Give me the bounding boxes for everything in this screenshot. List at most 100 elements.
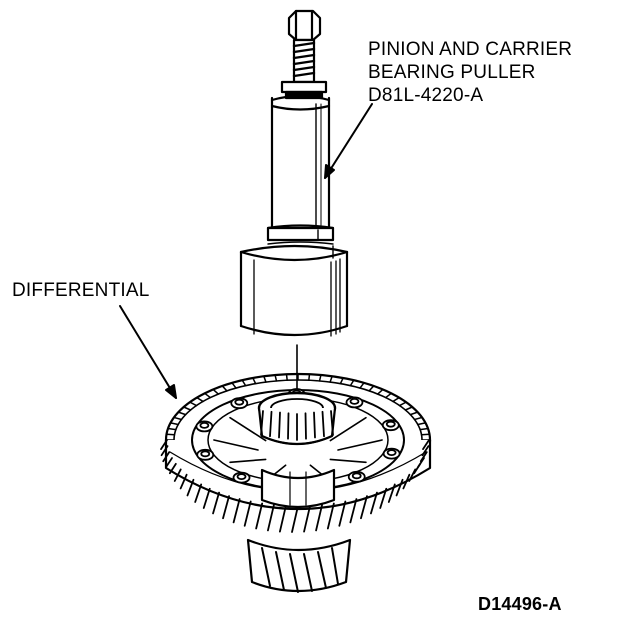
figure-id: D14496-A [478, 594, 562, 614]
gear-tooth [169, 422, 179, 426]
helical-tooth [419, 451, 428, 463]
helical-tooth [160, 445, 169, 457]
helical-tooth [326, 502, 335, 530]
helical-tooth [162, 451, 171, 463]
gear-tooth [359, 382, 365, 389]
gear-tooth [376, 388, 384, 395]
helical-tooth [422, 439, 430, 451]
gear-tooth [419, 427, 429, 431]
bearing-roller [278, 411, 281, 439]
gear-tooth [349, 379, 355, 387]
gear-tooth [368, 385, 375, 392]
bearing-roller [330, 410, 334, 436]
gear-tooth [182, 406, 192, 411]
gear-tooth [241, 379, 247, 387]
helical-tooth [338, 500, 347, 527]
bolt-head [351, 472, 362, 480]
bearing-roller [260, 410, 264, 436]
bearing-roller [321, 410, 325, 438]
helical-tooth [408, 468, 417, 482]
helical-tooth [202, 487, 211, 509]
bearing-roller [287, 412, 290, 440]
tool-label-line-3: D81L-4220-A [368, 85, 484, 106]
gear-tooth [165, 433, 176, 436]
case-spoke [229, 416, 267, 442]
helical-tooth [232, 498, 241, 524]
bolt-head [236, 473, 247, 480]
bolt-head [200, 450, 211, 458]
bearing-roller [269, 410, 273, 438]
helical-tooth [212, 491, 220, 515]
gear-tooth [318, 374, 322, 382]
tool-label: PINION AND CARRIER BEARING PULLER D81L-4… [368, 40, 572, 109]
helical-tooth [291, 505, 299, 533]
gear-tooth [231, 382, 237, 389]
gear-tooth [263, 375, 267, 383]
pinion-gear-lower [246, 538, 352, 593]
gear-tooth [417, 422, 427, 426]
gear-tooth [398, 401, 407, 407]
helical-tooth [395, 478, 404, 497]
helical-tooth [168, 462, 177, 475]
helical-tooth [279, 504, 287, 533]
gear-tooth [404, 406, 414, 411]
helical-tooth [379, 487, 388, 509]
helical-tooth [315, 503, 323, 532]
bolt-head [199, 422, 210, 429]
gear-tooth [413, 416, 423, 421]
bearing-roller [304, 412, 307, 440]
puller-cup [239, 241, 349, 337]
gear-tooth [339, 377, 344, 385]
helical-tooth [243, 500, 252, 527]
bolt-head [386, 449, 397, 456]
gear-tooth [212, 388, 220, 395]
helical-tooth [186, 478, 195, 497]
gear-tooth [252, 377, 257, 385]
gear-tooth [196, 396, 204, 403]
carrier-bearing [257, 391, 337, 446]
tool-label-line-1: PINION AND CARRIER [368, 39, 573, 60]
helical-tooth [255, 502, 264, 530]
helical-tooth [349, 498, 358, 524]
forcing-screw [280, 9, 328, 100]
gear-tooth [329, 375, 333, 383]
gear-tooth [177, 411, 187, 416]
gear-tooth [285, 373, 288, 381]
bearing-roller [313, 411, 316, 439]
helical-tooth [402, 473, 411, 490]
gear-tooth [274, 374, 278, 382]
bolt-head [349, 398, 360, 405]
helical-tooth [417, 457, 425, 469]
case-spoke [229, 458, 267, 464]
gear-tooth [173, 416, 183, 421]
component-label: DIFFERENTIAL [12, 280, 150, 301]
puller-body [266, 94, 335, 242]
tool-leader-arrow [324, 103, 373, 179]
helical-tooth [421, 445, 430, 457]
helical-tooth [360, 495, 368, 520]
gear-tooth [221, 385, 228, 392]
gear-tooth [167, 427, 177, 431]
bolt-head [385, 420, 396, 428]
differential-leader-arrow [119, 305, 177, 399]
helical-tooth [303, 504, 311, 533]
gear-tooth [384, 392, 393, 399]
gear-tooth [409, 411, 419, 416]
helical-tooth [179, 473, 188, 490]
gear-tooth [189, 401, 198, 407]
gear-tooth [392, 396, 400, 403]
helical-tooth [222, 495, 230, 520]
helical-tooth [173, 468, 182, 482]
case-spoke [329, 416, 367, 442]
tool-label-line-2: BEARING PULLER [368, 62, 536, 83]
gear-tooth [308, 373, 311, 381]
helical-tooth [387, 483, 396, 503]
case-spoke [329, 458, 367, 464]
gear-tooth [420, 433, 431, 436]
helical-tooth [165, 457, 173, 469]
case-spoke [337, 439, 383, 451]
helical-tooth [160, 439, 168, 451]
gear-tooth [203, 392, 212, 399]
